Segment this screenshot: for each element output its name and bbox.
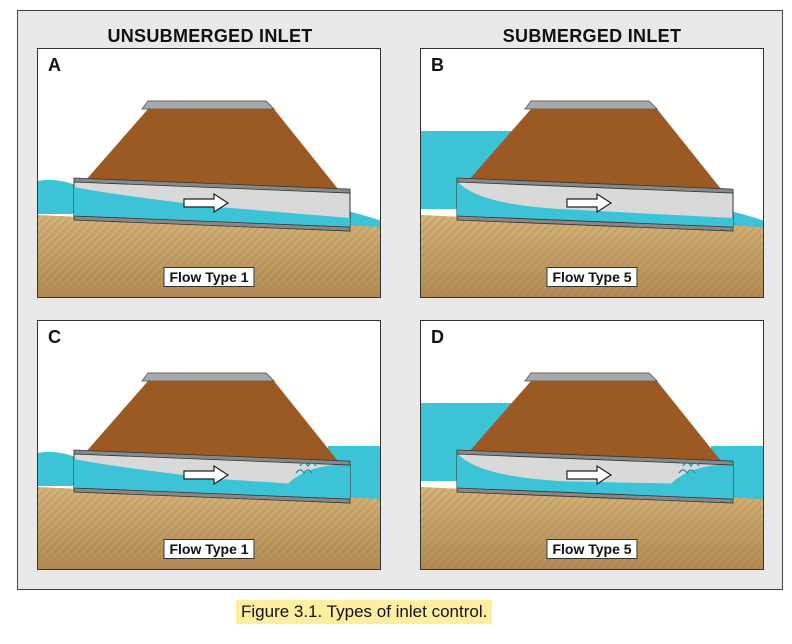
ground-texture	[38, 215, 380, 297]
barrel-flow	[457, 181, 733, 229]
flow-arrow-icon	[183, 192, 230, 214]
barrel-flow	[457, 453, 733, 501]
culvert-diagram-c	[38, 372, 380, 569]
roadway	[524, 372, 659, 382]
embankment	[85, 109, 338, 189]
column-header-unsubmerged: UNSUBMERGED INLET	[107, 26, 313, 46]
barrel-top-wall	[456, 449, 734, 466]
headwater-pool	[38, 451, 80, 486]
barrel-bottom-wall	[456, 215, 734, 232]
flow-type-label-c: Flow Type 1	[163, 539, 255, 559]
ground-texture	[421, 487, 763, 569]
column-header-submerged: SUBMERGED INLET	[502, 26, 682, 46]
barrel-top-wall	[456, 177, 734, 194]
panel-d: D Flow Type 5	[420, 320, 764, 570]
panel-letter-a: A	[48, 55, 61, 75]
hydraulic-jump	[295, 462, 317, 475]
flow-type-label-b: Flow Type 5	[546, 267, 638, 287]
roadway	[524, 100, 659, 110]
panel-c: C Flow Type 1	[37, 320, 381, 570]
panel-b: B Flow Type 5	[420, 48, 764, 298]
embankment	[468, 381, 721, 461]
panel-a: A Flow Type 1	[37, 48, 381, 298]
headwater-pool	[38, 179, 80, 214]
ground-texture	[421, 215, 763, 297]
barrel-top-wall	[73, 177, 351, 194]
roadway	[141, 372, 276, 382]
embankment	[85, 381, 338, 461]
panel-letter-c: C	[48, 327, 61, 347]
flow-type-label-d: Flow Type 5	[546, 539, 638, 559]
roadway	[141, 100, 276, 110]
barrel-bottom-wall	[73, 487, 351, 504]
culvert-diagram-a	[38, 100, 380, 297]
figure-caption: Figure 3.1. Types of inlet control.	[236, 600, 493, 624]
panel-letter-b: B	[431, 55, 444, 75]
flow-type-label-a: Flow Type 1	[163, 267, 255, 287]
culvert-diagram-d	[421, 372, 763, 569]
flow-arrow-icon	[566, 464, 613, 486]
barrel-top-wall	[73, 449, 351, 466]
culvert-diagram-b	[421, 100, 763, 297]
flow-arrow-icon	[566, 192, 613, 214]
ground-texture	[38, 487, 380, 569]
barrel-bottom-wall	[73, 215, 351, 232]
flow-arrow-icon	[183, 464, 230, 486]
barrel-bottom-wall	[456, 487, 734, 504]
embankment	[468, 109, 721, 189]
hydraulic-jump	[678, 462, 700, 475]
panel-letter-d: D	[431, 327, 444, 347]
